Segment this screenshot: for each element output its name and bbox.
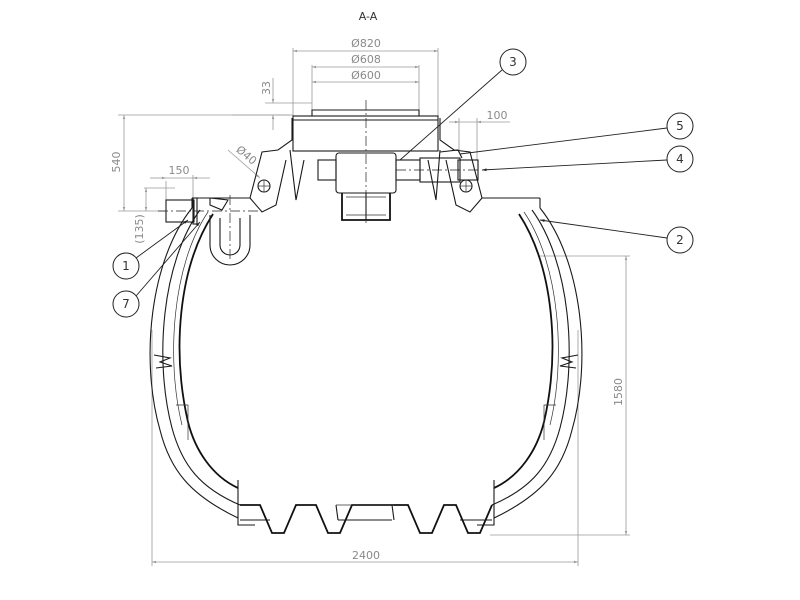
overall-width-dimension: 2400 [151, 330, 579, 566]
balloon-1: 1 [112, 219, 189, 280]
inlet-projection-dimension: 150 [150, 164, 210, 200]
dim-outer-diameter: Ø820 [351, 37, 381, 50]
riser-diameter-dimensions: Ø820 Ø608 Ø600 [292, 37, 439, 116]
dim-540: 540 [110, 152, 123, 173]
dim-riser-600: Ø600 [351, 69, 381, 82]
dim-1580: 1580 [612, 378, 625, 406]
balloon-3: 3 [399, 48, 527, 161]
vent-diameter-dimension: Ø40 [227, 143, 261, 179]
dim-o40: Ø40 [233, 143, 259, 168]
dim-150: 150 [169, 164, 190, 177]
balloon-5: 5 [459, 112, 694, 155]
overall-height-dimension: 1580 [490, 255, 630, 536]
balloon-2-label: 2 [676, 233, 684, 247]
section-title: A-A [359, 10, 378, 23]
inlet-height-dimension: 540 [110, 114, 290, 212]
riser-offset-dimension: 33 [232, 78, 312, 130]
balloon-1-label: 1 [122, 259, 130, 273]
dim-33: 33 [260, 81, 273, 95]
balloon-7-label: 7 [122, 297, 130, 311]
balloon-2: 2 [539, 219, 694, 254]
balloon-5-label: 5 [676, 119, 684, 133]
dim-2400: 2400 [352, 549, 380, 562]
inlet-ref-dimension: (135) [133, 187, 175, 244]
balloon-3-label: 3 [509, 55, 517, 69]
outlet-projection-dimension: 100 [449, 109, 510, 160]
dim-100: 100 [487, 109, 508, 122]
tank-body [149, 100, 583, 534]
dim-135: (135) [133, 214, 146, 244]
balloon-4: 4 [481, 145, 694, 173]
balloon-4-label: 4 [676, 152, 684, 166]
balloon-7: 7 [112, 221, 201, 318]
dim-riser-608: Ø608 [351, 53, 381, 66]
